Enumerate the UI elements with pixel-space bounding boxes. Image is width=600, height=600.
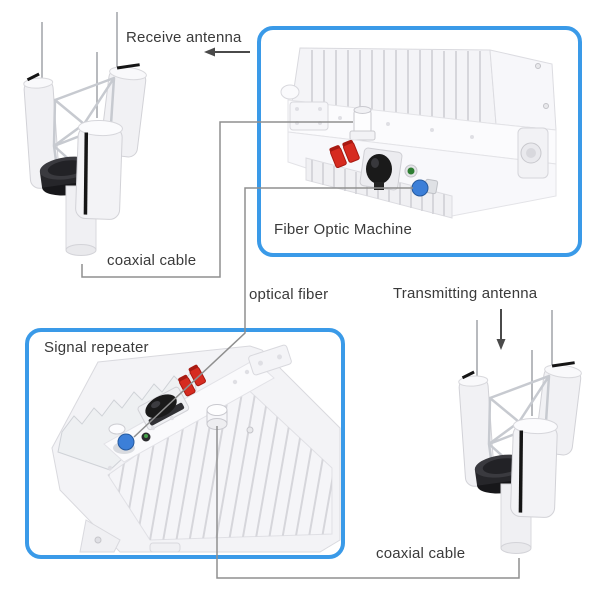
signal-repeater-illustration: [51, 344, 341, 553]
optical-fiber-label: optical fiber: [249, 286, 329, 303]
transmitting-antenna-illustration: [456, 308, 585, 556]
coaxial-cable-line-transmit: [216, 426, 520, 579]
coaxial-cable-top-label: coaxial cable: [107, 252, 197, 269]
repeater-side-fins: [57, 366, 197, 471]
receive-direction-arrow-icon: [204, 47, 250, 57]
optical-fiber-line: [133, 187, 413, 438]
machine-status-port-green: [407, 167, 415, 175]
machine-fiber-ports-red: [329, 139, 360, 169]
signal-repeater-label: Signal repeater: [44, 339, 149, 356]
fiber-optic-machine-label: Fiber Optic Machine: [274, 221, 413, 238]
repeater-optical-port-blue: [117, 433, 135, 451]
machine-top-fins: [311, 50, 481, 123]
transmit-direction-arrow-icon: [496, 309, 506, 350]
machine-rf-n-connector: [349, 106, 376, 141]
repeater-rf-n-connector: [206, 404, 228, 430]
machine-power-connector-black: [366, 154, 392, 190]
coaxial-cable-line-receive: [81, 121, 353, 278]
receive-antenna-label: Receive antenna: [126, 29, 242, 46]
signal-repeater-highlight-box: [25, 328, 345, 559]
machine-optical-port-blue: [411, 179, 429, 197]
coaxial-cable-bottom-label: coaxial cable: [376, 545, 466, 562]
receive-antenna-illustration: [21, 10, 150, 258]
fiber-optic-machine-highlight-box: [257, 26, 582, 257]
fiber-optic-machine-illustration: [280, 47, 557, 219]
transmitting-antenna-label: Transmitting antenna: [393, 285, 538, 302]
